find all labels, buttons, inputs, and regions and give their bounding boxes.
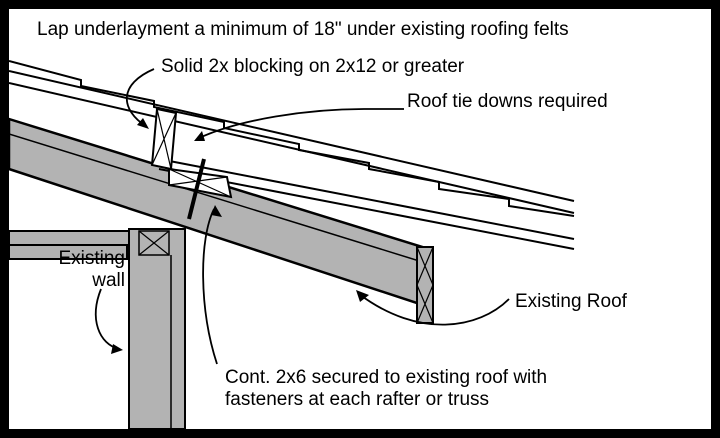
rafter-edge-line	[9, 133, 430, 265]
arrow-heads	[111, 118, 369, 354]
label-solid-blocking: Solid 2x blocking on 2x12 or greater	[161, 56, 465, 77]
fascia-x-marks	[416, 246, 434, 324]
leader-lines	[94, 68, 510, 365]
label-existing-wall-line1: Existing	[58, 248, 125, 269]
roof-detail-drawing	[9, 60, 575, 429]
fascia-block	[416, 246, 434, 324]
fastener-line	[187, 158, 206, 220]
label-existing-wall-line2: wall	[92, 270, 125, 291]
new-roof-sheathing	[9, 70, 575, 214]
shingle-courses	[9, 60, 575, 217]
diagram-frame: Lap underlayment a minimum of 18" under …	[9, 9, 711, 429]
label-roof-tie-downs: Roof tie downs required	[407, 91, 608, 112]
label-lap-underlayment: Lap underlayment a minimum of 18" under …	[37, 19, 569, 40]
label-cont-2x6-line1: Cont. 2x6 secured to existing roof with	[225, 367, 548, 388]
blocking-x-marks	[151, 108, 177, 170]
existing-wall	[9, 228, 186, 429]
label-existing-roof: Existing Roof	[515, 291, 627, 312]
label-cont-2x6-line2: fasteners at each rafter or truss	[225, 389, 490, 410]
